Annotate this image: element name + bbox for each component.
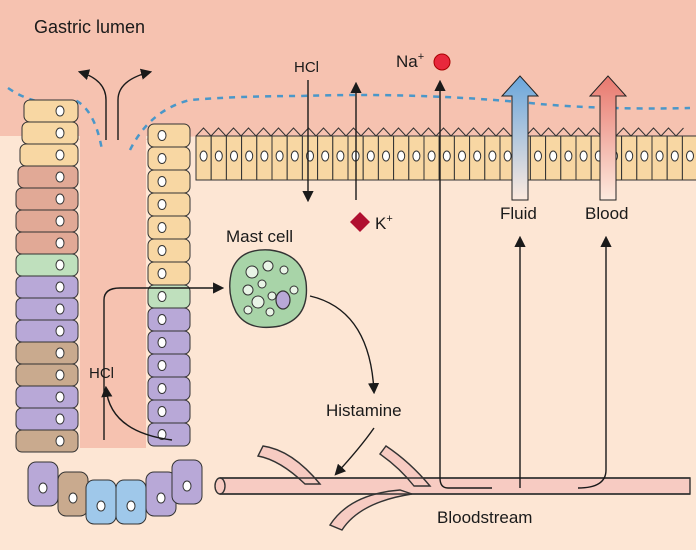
surface-cell [621, 135, 638, 181]
gland-cell [147, 123, 191, 148]
gland-cell [15, 341, 79, 365]
gland-cell [147, 330, 191, 355]
surface-cell [225, 135, 243, 181]
granule [279, 265, 289, 275]
granule [267, 291, 277, 301]
sodium-label: Na+ [396, 51, 425, 71]
gland-cell [115, 479, 147, 525]
gland-cell [147, 146, 191, 171]
gland-cell [147, 399, 191, 424]
potassium-label: K+ [375, 213, 393, 233]
gland-cell [171, 459, 203, 505]
granule [245, 265, 259, 279]
gland-cell [147, 261, 191, 286]
gland-right-wall [147, 123, 191, 447]
surface-cell [453, 135, 471, 181]
surface-epithelium [195, 127, 696, 181]
granule [243, 305, 253, 315]
surface-cell [256, 135, 273, 181]
surface-cell [317, 135, 334, 181]
surface-cell [301, 135, 319, 181]
gland-cell [15, 319, 79, 343]
gland-cell [21, 121, 79, 145]
gland-cell [27, 461, 59, 507]
histamine-label: Histamine [326, 401, 402, 420]
gastric-lumen-label: Gastric lumen [34, 17, 146, 37]
gland-cell [147, 353, 191, 378]
surface-cell [362, 135, 379, 181]
surface-cell [484, 135, 501, 181]
surface-cell [438, 135, 455, 181]
gland-cell [15, 209, 79, 233]
gland-cell [15, 407, 79, 431]
gland-cell [15, 275, 79, 299]
gland-cell [19, 143, 79, 167]
sodium-text: Na [396, 52, 418, 71]
gland-cell [147, 376, 191, 401]
hcl-pit-label: HCl [89, 365, 114, 382]
sodium-charge: + [417, 51, 425, 63]
gland-cell [15, 253, 79, 277]
mast-cell [229, 249, 308, 329]
surface-cell [286, 135, 303, 181]
surface-cell [651, 135, 668, 181]
surface-cell [545, 135, 562, 181]
surface-cell [408, 135, 425, 181]
granule [242, 284, 254, 296]
gland-cell [147, 215, 191, 240]
surface-cell [423, 135, 440, 181]
gland-cell [15, 187, 79, 211]
gastric-lumen-region [0, 0, 696, 136]
surface-cell [575, 135, 592, 181]
surface-cell [681, 135, 696, 181]
surface-cell [393, 135, 410, 181]
potassium-text: K [375, 214, 387, 233]
granule [262, 260, 274, 272]
gland-cell [15, 297, 79, 321]
gland-cell [147, 192, 191, 217]
granule [251, 295, 265, 309]
blood-label: Blood [585, 204, 629, 223]
fluid-arrow [500, 75, 540, 201]
surface-cell [636, 135, 653, 181]
gland-cell [15, 429, 79, 453]
granule [265, 307, 275, 317]
gland-cell [147, 422, 191, 447]
mast-cell-label: Mast cell [226, 227, 294, 246]
gland-left-wall [15, 99, 79, 453]
potassium-ion [350, 212, 370, 232]
gland-cell [15, 231, 79, 255]
granule [289, 285, 299, 295]
surface-cell [666, 135, 683, 181]
surface-cell [560, 135, 577, 181]
surface-cell [529, 135, 547, 181]
gland-cell [147, 169, 191, 194]
gland-cell [15, 363, 79, 387]
granule [257, 279, 267, 289]
gland-cell [147, 307, 191, 332]
surface-cell [195, 135, 212, 181]
sodium-ion [433, 53, 451, 71]
fluid-label: Fluid [500, 204, 537, 223]
gland-cell [23, 99, 79, 123]
hcl-top-label: HCl [294, 59, 319, 76]
secretion-arrows [77, 68, 612, 489]
gland-cell [57, 471, 89, 517]
surface-cell [332, 135, 349, 181]
bloodstream-label: Bloodstream [437, 508, 533, 527]
gland-cell [15, 385, 79, 409]
blood-arrow [588, 75, 628, 201]
surface-cell [241, 135, 258, 181]
surface-cell [210, 135, 227, 181]
gland-cell [147, 238, 191, 263]
potassium-charge: + [386, 213, 393, 225]
surface-cell [377, 135, 395, 181]
gland-base-cells [27, 459, 203, 525]
gland-cell [17, 165, 79, 189]
surface-cell [469, 135, 486, 181]
surface-cell [271, 135, 288, 181]
gland-cell [85, 479, 117, 525]
